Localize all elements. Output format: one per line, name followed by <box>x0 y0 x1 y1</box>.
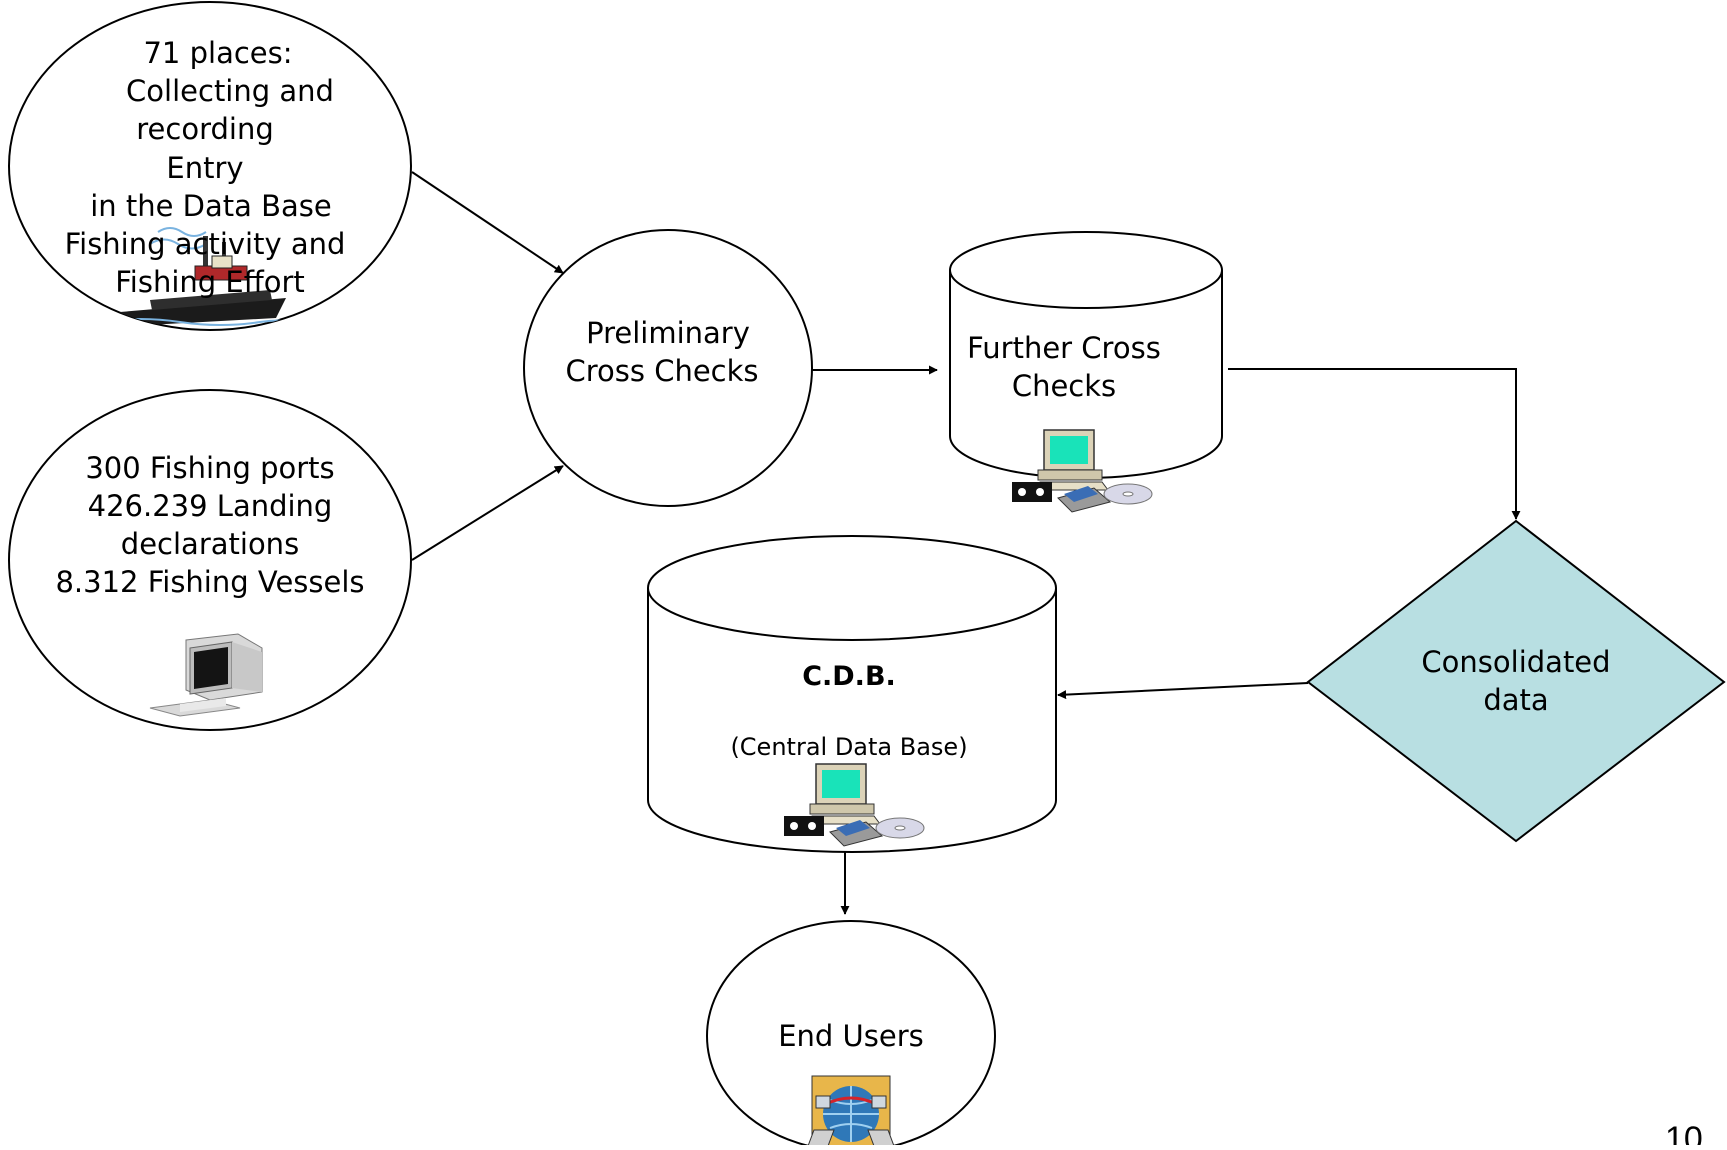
edge-collecting-to-preliminary <box>411 171 564 274</box>
node-preliminary: Preliminary Cross Checks <box>523 229 813 507</box>
ports-line-1: 300 Fishing ports <box>85 451 334 485</box>
computer-media-icon <box>784 763 925 847</box>
collecting-line-5: in the Data Base <box>90 189 332 223</box>
fishing-boat-icon <box>99 227 301 326</box>
node-cdb: C.D.B. (Central Data Base) <box>647 535 1057 853</box>
further-line-2: Checks <box>1012 369 1116 403</box>
page-number: 10 <box>1665 1120 1703 1145</box>
preliminary-line-2: Cross Checks <box>565 354 758 388</box>
collecting-line-4: Entry <box>166 151 243 185</box>
ports-line-2: 426.239 Landing <box>88 489 333 523</box>
node-consolidated: Consolidated data <box>1306 519 1726 843</box>
ports-line-4: 8.312 Fishing Vessels <box>55 565 364 599</box>
collecting-line-1: 71 places: <box>143 36 292 70</box>
edge-further-to-consolidated <box>1228 368 1521 520</box>
node-further: Further Cross Checks <box>949 231 1223 513</box>
ports-line-3: declarations <box>121 527 299 561</box>
collecting-line-6: Fishing activity and <box>65 227 346 261</box>
edge-ports-to-preliminary <box>411 465 564 561</box>
consolidated-line-1: Consolidated <box>1421 645 1610 679</box>
further-line-1: Further Cross <box>967 331 1161 365</box>
computer-icon <box>149 633 263 717</box>
end-users-label: End Users <box>778 1019 924 1053</box>
collecting-line-7: Fishing Effort <box>115 265 305 299</box>
node-ports: 300 Fishing ports 426.239 Landing declar… <box>8 389 412 731</box>
cdb-title: C.D.B. <box>802 661 896 692</box>
edge-consolidated-to-cdb <box>1057 682 1309 700</box>
consolidated-line-2: data <box>1483 683 1548 717</box>
collecting-line-3: recording <box>136 112 273 146</box>
node-collecting: 71 places: Collecting and recording Entr… <box>8 1 412 331</box>
computer-media-icon <box>1012 429 1153 513</box>
network-icon <box>807 1075 895 1150</box>
node-end-users: End Users <box>706 920 996 1150</box>
cdb-subtitle: (Central Data Base) <box>730 733 967 761</box>
preliminary-line-1: Preliminary <box>586 316 750 350</box>
collecting-line-2: Collecting and <box>126 74 334 108</box>
